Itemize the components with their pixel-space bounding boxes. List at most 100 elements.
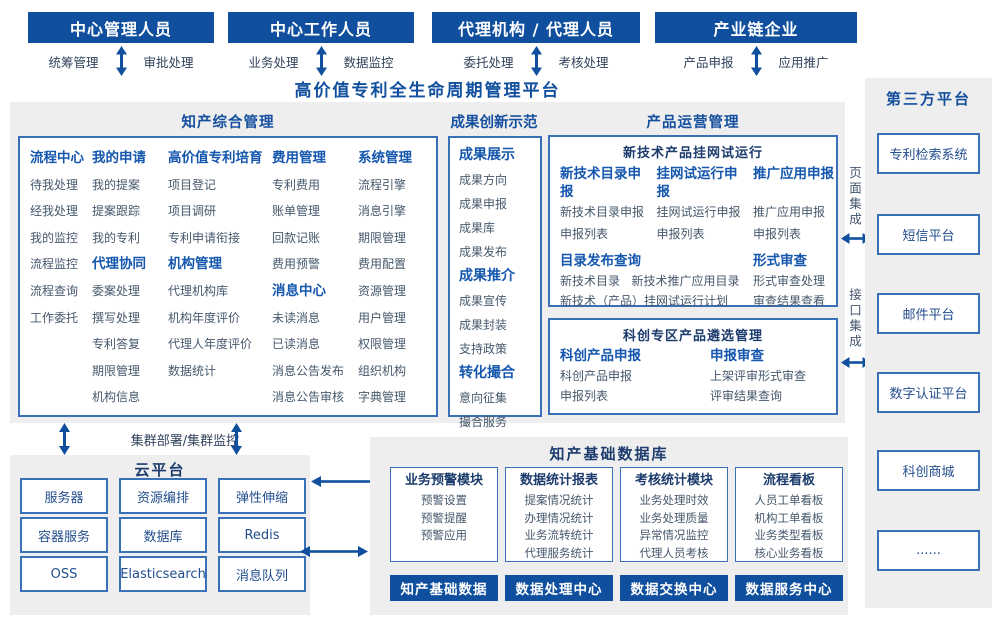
module-item: 预警应用 [421,528,467,542]
third-party-panel: 第三方平台 专利检索系统 短信平台 邮件平台 数字认证平台 科创商城 .....… [865,78,992,608]
group-header: 机构管理 [168,256,222,273]
center-ip-base-data: 知产基础数据 [390,575,498,601]
module-warning: 业务预警模块 预警设置预警提醒预警应用 [390,467,498,562]
role-label: 应用推广 [778,54,829,70]
menu-item: 权限管理 [358,337,407,352]
main-platform-panel: 知产综合管理 流程中心 待我处理经我处理我的监控流程监控流程查询工作委托 我的申… [10,102,845,453]
module-statistics-report: 数据统计报表 提案情况统计办理情况统计业务流转统计代理服务统计 [505,467,613,562]
catalog-publish-group: 目录发布查询 新技术目录 新技术推广应用目录 新技术（产品）挂网试运行计划 [560,251,753,311]
module-header: 流程看板 [762,473,815,488]
menu-item: 我的监控 [30,230,79,245]
role-label: 委托处理 [463,54,514,70]
group-header: 转化撮合 [459,365,515,381]
group-header: 代理协同 [92,256,146,273]
module-item: 办理情况统计 [524,510,594,525]
section-title-achievement: 成果创新示范 [450,115,538,131]
vertical-double-arrow-icon [115,46,127,76]
menu-item: 待我处理 [30,177,79,192]
center-data-processing: 数据处理中心 [505,575,613,601]
module-header: 业务预警模块 [404,473,483,488]
horizontal-double-arrow-icon [300,546,368,557]
ip-column-1: 流程中心 待我处理经我处理我的监控流程监控流程查询工作委托 [30,145,92,408]
module-item: 业务处理时效 [639,493,709,507]
module-item: 提案情况统计 [524,493,594,507]
menu-item: 评审结果查询 [710,389,783,403]
menu-item: 我的提案 [92,177,141,192]
section-title-ip-management: 知产综合管理 [181,115,275,131]
menu-item: 专利费用 [272,177,321,192]
menu-item: 用户管理 [358,310,407,325]
subbox-header: 科创专区产品遴选管理 [622,329,763,344]
actor-roles-4: 产品申报 应用推广 [655,45,857,77]
menu-item: 专利答复 [92,337,141,352]
group-header: 流程中心 [30,150,84,166]
module-item: 核心业务看板 [754,545,824,560]
menu-item: 新技术目录申报 [560,205,645,219]
menu-item: 支持政策 [459,342,508,356]
menu-item: 流程监控 [30,257,79,272]
menu-item: 代理机构库 [168,283,229,298]
menu-item: 工作委托 [30,310,79,325]
menu-item: 机构信息 [92,390,141,405]
group-header: 系统管理 [358,150,412,166]
cloud-service-box: Redis [218,517,306,553]
ip-column-2: 我的申请 我的提案提案跟踪我的专利 代理协同 委案处理撰写处理专利答复期限管理机… [92,145,168,408]
menu-item: 项目登记 [168,177,217,192]
group-header: 消息中心 [272,282,326,299]
menu-item: 新技术推广应用目录 [631,274,740,288]
menu-item: 申报列表 [656,226,705,241]
menu-item: 已读消息 [272,337,321,352]
menu-item: 数据统计 [168,363,217,378]
actor-box-center-managers: 中心管理人员 [28,12,214,43]
menu-item: 挂网试运行申报 [656,205,741,219]
sci-tech-selection-box: 科创专区产品遴选管理 科创产品申报 科创产品申报申报列表 申报审查 上架评审形式… [548,318,838,415]
vertical-double-arrow-icon [231,423,242,455]
menu-item: 未读消息 [272,310,321,325]
menu-item: 申报列表 [753,226,802,241]
menu-item: 成果库 [459,221,496,235]
subbox-header: 新技术产品挂网试运行 [622,146,763,161]
ip-database-panel: 知产基础数据库 业务预警模块 预警设置预警提醒预警应用 数据统计报表 提案情况统… [370,437,848,615]
third-party-box-email: 邮件平台 [877,293,980,334]
menu-item: 推广应用申报 [753,205,826,219]
left-arrow-icon [311,476,373,487]
menu-item: 成果申报 [459,197,508,211]
group-header: 新技术目录申报 [560,166,641,200]
menu-item: 撰写处理 [92,310,141,325]
cloud-service-box: 数据库 [119,517,207,553]
menu-item: 账单管理 [272,204,321,219]
product-column-2: 挂网试运行申报 挂网试运行申报申报列表 [657,165,754,245]
module-item: 异常情况监控 [639,528,709,542]
menu-item: 成果宣传 [459,294,508,308]
center-data-service: 数据服务中心 [735,575,843,601]
center-data-exchange: 数据交换中心 [620,575,728,601]
page-integration-label: 页面集成 [847,166,862,228]
actor-roles-3: 委托处理 考核处理 [432,45,640,77]
cluster-bridge-label: 集群部署/集群监控 [130,434,240,449]
vertical-double-arrow-icon [59,423,70,455]
group-header: 费用管理 [272,150,326,166]
menu-item: 专利申请衔接 [168,230,241,245]
menu-item: 费用预警 [272,257,321,272]
menu-item: 审查结果查看 [753,294,826,308]
platform-title: 高价值专利全生命周期管理平台 [294,81,561,101]
group-header: 高价值专利培育 [168,150,263,166]
product-column-1: 新技术目录申报 新技术目录申报申报列表 [560,165,657,245]
menu-item: 消息公告发布 [272,363,345,378]
menu-item: 委案处理 [92,283,141,298]
menu-item: 意向征集 [459,391,508,405]
actor-box-agencies: 代理机构 / 代理人员 [432,12,640,43]
third-party-box-sci-mall: 科创商城 [877,450,980,491]
menu-item: 申报列表 [560,226,609,241]
module-item: 人员工单看板 [754,493,824,507]
menu-item: 撮合服务 [459,415,508,429]
module-item: 业务类型看板 [754,528,824,542]
menu-item: 组织机构 [358,363,407,378]
formal-review-group: 形式审查 形式审查处理审查结果查看 [753,251,836,311]
menu-item: 字典管理 [358,390,407,405]
vertical-double-arrow-icon [315,46,327,76]
actor-roles-1: 统筹管理 审批处理 [28,45,214,77]
menu-item: 项目调研 [168,204,217,219]
